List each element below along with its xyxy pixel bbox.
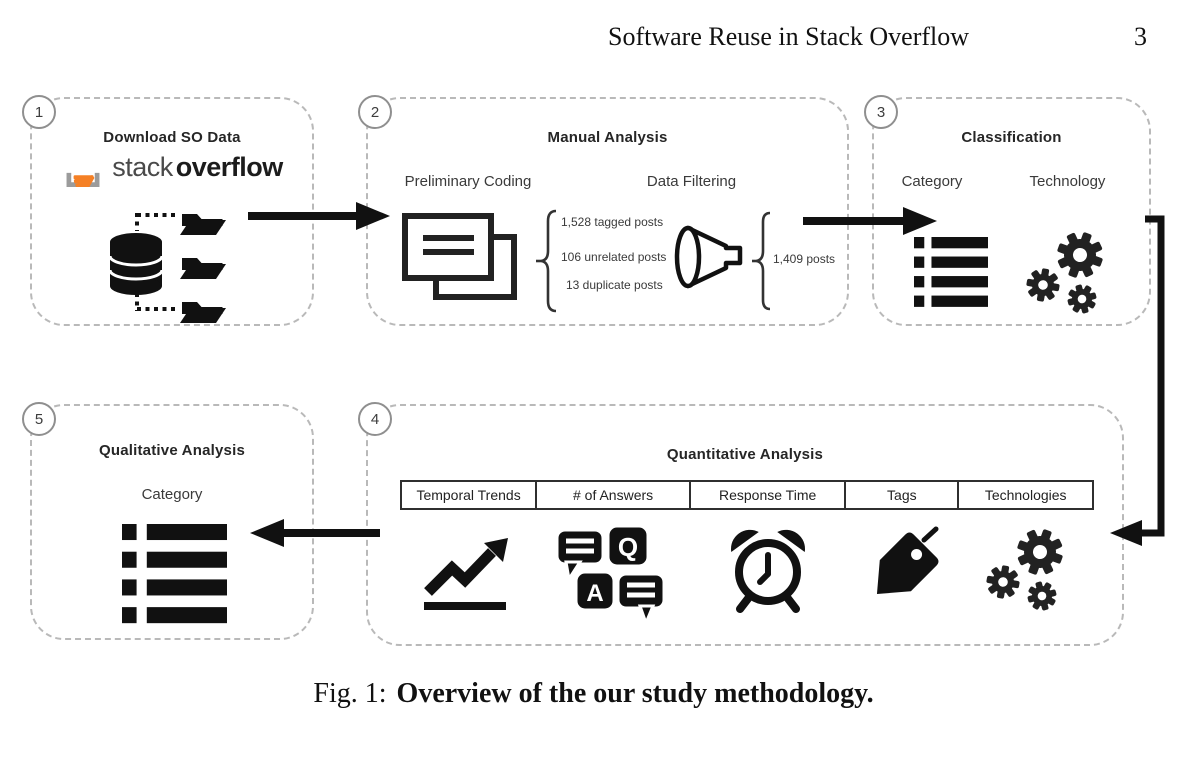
analysis-columns-table: Temporal Trends # of Answers Response Ti… [400,480,1094,510]
logo-text-overflow: overflow [175,151,284,182]
tag-icon [864,526,948,610]
gears-icon [1020,223,1116,319]
figure-caption: Fig. 1: Overview of the our study methodo… [0,678,1187,710]
folder-icon [180,302,226,323]
stackoverflow-logo: stack overflow [32,147,312,187]
funnel-filter-icon [674,225,746,291]
q-letter: Q [618,532,638,562]
box-title: Download SO Data [103,129,241,146]
folder-icon [180,214,226,235]
filter-input-line: 13 duplicate posts [566,278,663,292]
step-box-qualitative-analysis: 5 Qualitative Analysis Category [22,402,314,640]
coding-cards-icon [400,211,518,303]
box-title: Qualitative Analysis [98,442,245,459]
box-title: Classification [961,129,1062,146]
filter-output-label: 1,409 posts [773,252,836,266]
column-header: Technologies [957,482,1092,508]
step-number-badge: 1 [22,95,56,129]
step-number-badge: 4 [358,402,392,436]
curly-brace-icon [536,209,558,313]
page-header-title: Software Reuse in Stack Overflow [608,22,970,51]
column-header: Response Time [689,482,844,508]
a-letter: A [586,580,603,607]
curly-brace-icon [752,211,772,311]
stackoverflow-tray-icon [61,147,105,187]
folder-icon [180,258,226,279]
step-number-badge: 5 [22,402,56,436]
box-title: Manual Analysis [547,129,668,146]
box-title: Quantitative Analysis [666,446,824,463]
column-header: Tags [844,482,957,508]
filter-input-line: 106 unrelated posts [561,250,667,264]
qa-chat-bubbles-icon: Q A [556,524,666,624]
step-box-download-so-data: 1 Download SO Data stack overflow [22,95,314,326]
page-number: 3 [1134,22,1147,51]
column-header: Temporal Trends [416,487,521,503]
step-box-classification: 3 Classification Category Technology [864,95,1151,326]
category-list-icon [117,524,232,629]
preliminary-coding-label: Preliminary Coding [404,173,532,190]
category-label: Category [141,486,203,503]
step-number-badge: 2 [358,95,392,129]
database-icon [108,233,164,295]
category-label: Category [901,173,963,190]
category-list-icon [914,237,988,311]
filter-input-line: 1,528 tagged posts [561,215,664,229]
logo-text-stack: stack [112,151,173,182]
trend-chart-icon [420,530,515,615]
column-header: # of Answers [535,482,689,508]
figure-caption-prefix: Fig. 1: [313,678,387,709]
figure-caption-text: Overview of the our study methodology. [396,678,874,709]
gears-icon [980,520,1076,616]
alarm-clock-icon [724,524,812,616]
technology-label: Technology [1029,173,1106,190]
data-filtering-label: Data Filtering [646,173,737,190]
database-to-folders-icon [104,209,234,324]
step-box-quantitative-analysis: 4 Quantitative Analysis Temporal Trends … [358,402,1124,646]
step-number-badge: 3 [864,95,898,129]
step-box-manual-analysis: 2 Manual Analysis Preliminary Coding Dat… [358,95,849,326]
dotted-connector-icon [135,213,176,311]
